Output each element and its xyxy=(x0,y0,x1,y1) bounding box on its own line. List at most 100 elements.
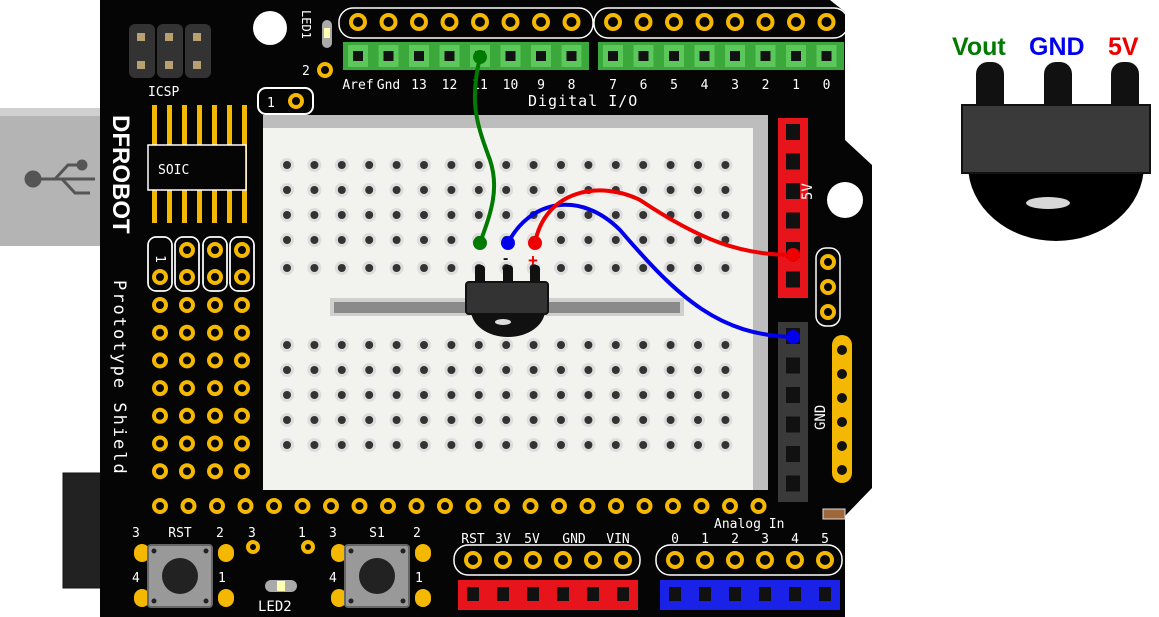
breadboard-hole[interactable] xyxy=(365,264,374,272)
breadboard-hole[interactable] xyxy=(310,416,319,424)
breadboard-hole[interactable] xyxy=(502,441,511,449)
wire-end[interactable] xyxy=(473,50,487,64)
breadboard-hole[interactable] xyxy=(529,186,538,194)
breadboard-hole[interactable] xyxy=(639,391,648,399)
breadboard-hole[interactable] xyxy=(283,441,291,449)
5v-socket[interactable] xyxy=(786,212,800,229)
wire-power[interactable] xyxy=(533,188,795,257)
breadboard-hole[interactable] xyxy=(283,391,291,399)
breadboard-hole[interactable] xyxy=(639,264,648,272)
breadboard-hole[interactable] xyxy=(474,366,483,374)
breadboard-hole[interactable] xyxy=(584,416,593,424)
breadboard-hole[interactable] xyxy=(310,366,319,374)
breadboard-hole[interactable] xyxy=(529,161,538,169)
breadboard-hole[interactable] xyxy=(639,341,648,349)
breadboard-hole[interactable] xyxy=(502,391,511,399)
breadboard-hole[interactable] xyxy=(666,161,675,169)
breadboard-hole[interactable] xyxy=(392,391,401,399)
breadboard-hole[interactable] xyxy=(584,341,593,349)
breadboard-hole[interactable] xyxy=(529,341,538,349)
wire-end[interactable] xyxy=(501,236,515,250)
breadboard-hole[interactable] xyxy=(447,211,456,219)
analog-socket[interactable] xyxy=(699,587,711,601)
breadboard-hole[interactable] xyxy=(365,366,374,374)
breadboard-hole[interactable] xyxy=(392,211,401,219)
breadboard-hole[interactable] xyxy=(337,416,346,424)
wire-end[interactable] xyxy=(786,330,800,344)
wire-end[interactable] xyxy=(528,236,542,250)
analog-socket[interactable] xyxy=(669,587,681,601)
breadboard-hole[interactable] xyxy=(639,441,648,449)
breadboard-hole[interactable] xyxy=(337,264,346,272)
breadboard-hole[interactable] xyxy=(365,341,374,349)
breadboard-hole[interactable] xyxy=(283,186,291,194)
breadboard-hole[interactable] xyxy=(694,441,702,449)
breadboard-hole[interactable] xyxy=(502,366,511,374)
breadboard-hole[interactable] xyxy=(557,416,565,424)
breadboard-hole[interactable] xyxy=(721,416,730,424)
breadboard-hole[interactable] xyxy=(310,211,319,219)
breadboard-hole[interactable] xyxy=(694,391,702,399)
breadboard-hole[interactable] xyxy=(584,391,593,399)
breadboard-hole[interactable] xyxy=(310,441,319,449)
breadboard-hole[interactable] xyxy=(557,186,565,194)
breadboard-hole[interactable] xyxy=(611,236,620,244)
breadboard-hole[interactable] xyxy=(694,211,702,219)
breadboard-hole[interactable] xyxy=(365,416,374,424)
gnd-socket[interactable] xyxy=(786,446,800,462)
breadboard-hole[interactable] xyxy=(337,341,346,349)
breadboard-hole[interactable] xyxy=(310,391,319,399)
breadboard-hole[interactable] xyxy=(584,236,593,244)
breadboard-hole[interactable] xyxy=(310,236,319,244)
breadboard-hole[interactable] xyxy=(392,264,401,272)
breadboard-hole[interactable] xyxy=(721,441,730,449)
breadboard-hole[interactable] xyxy=(611,161,620,169)
breadboard-hole[interactable] xyxy=(283,264,291,272)
breadboard-hole[interactable] xyxy=(337,391,346,399)
breadboard-hole[interactable] xyxy=(447,416,456,424)
breadboard-hole[interactable] xyxy=(337,161,346,169)
breadboard-hole[interactable] xyxy=(337,366,346,374)
gnd-socket[interactable] xyxy=(786,416,800,433)
breadboard-hole[interactable] xyxy=(502,416,511,424)
breadboard-hole[interactable] xyxy=(611,366,620,374)
breadboard-hole[interactable] xyxy=(611,441,620,449)
breadboard-hole[interactable] xyxy=(474,211,483,219)
breadboard-hole[interactable] xyxy=(310,186,319,194)
breadboard-hole[interactable] xyxy=(666,264,675,272)
breadboard-hole[interactable] xyxy=(694,341,702,349)
analog-socket[interactable] xyxy=(729,587,741,601)
breadboard-hole[interactable] xyxy=(447,264,456,272)
breadboard-hole[interactable] xyxy=(639,211,648,219)
breadboard-hole[interactable] xyxy=(721,391,730,399)
breadboard-hole[interactable] xyxy=(584,441,593,449)
breadboard-hole[interactable] xyxy=(694,264,702,272)
breadboard-hole[interactable] xyxy=(420,391,428,399)
breadboard-hole[interactable] xyxy=(694,236,702,244)
breadboard-hole[interactable] xyxy=(666,391,675,399)
wire-end[interactable] xyxy=(473,236,487,250)
breadboard-hole[interactable] xyxy=(474,161,483,169)
breadboard-hole[interactable] xyxy=(611,416,620,424)
breadboard-hole[interactable] xyxy=(557,264,565,272)
breadboard-hole[interactable] xyxy=(310,161,319,169)
breadboard-hole[interactable] xyxy=(557,391,565,399)
breadboard-hole[interactable] xyxy=(447,341,456,349)
breadboard-hole[interactable] xyxy=(283,236,291,244)
breadboard-hole[interactable] xyxy=(611,391,620,399)
wire-end[interactable] xyxy=(786,248,800,262)
breadboard-hole[interactable] xyxy=(365,211,374,219)
5v-socket[interactable] xyxy=(786,183,800,199)
breadboard-hole[interactable] xyxy=(420,441,428,449)
breadboard-hole[interactable] xyxy=(639,416,648,424)
breadboard-hole[interactable] xyxy=(392,186,401,194)
breadboard-hole[interactable] xyxy=(337,236,346,244)
breadboard-hole[interactable] xyxy=(639,186,648,194)
breadboard-hole[interactable] xyxy=(666,186,675,194)
breadboard-hole[interactable] xyxy=(283,211,291,219)
breadboard-hole[interactable] xyxy=(611,341,620,349)
power-socket[interactable] xyxy=(467,587,479,601)
breadboard-hole[interactable] xyxy=(557,236,565,244)
power-socket[interactable] xyxy=(587,587,599,601)
breadboard-hole[interactable] xyxy=(337,186,346,194)
